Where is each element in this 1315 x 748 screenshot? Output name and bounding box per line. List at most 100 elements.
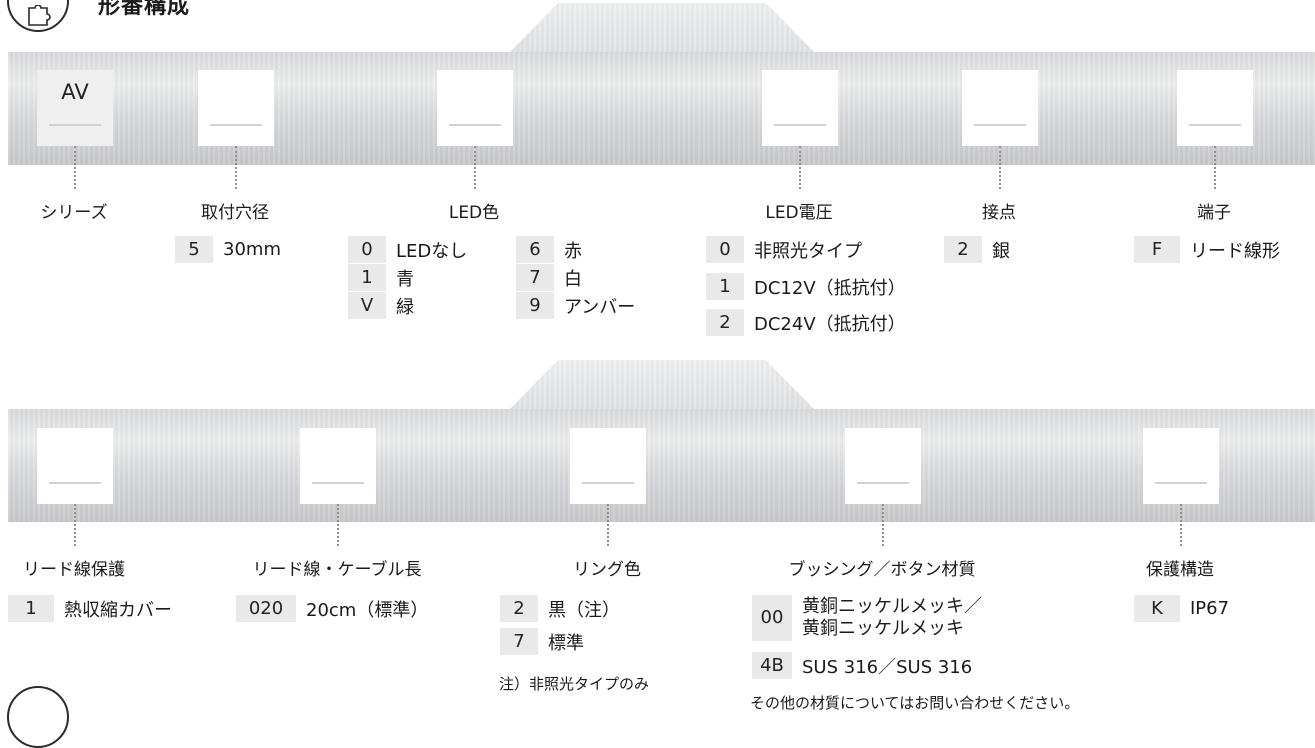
led-voltage-code-box[interactable] bbox=[762, 70, 838, 146]
option-bushing: 4B SUS 316／SUS 316 bbox=[752, 652, 972, 679]
option-lead-protection: 1 熱収縮カバー bbox=[8, 595, 172, 622]
option-text: 標準 bbox=[548, 632, 584, 654]
option-protection: K IP67 bbox=[1134, 595, 1229, 622]
option-led-color: 1 青 bbox=[348, 264, 414, 291]
label-ring-color: リング色 bbox=[573, 560, 641, 580]
leader-line bbox=[607, 504, 609, 546]
ring-color-code-box[interactable] bbox=[570, 428, 646, 504]
code-underline bbox=[1189, 124, 1241, 126]
series-code-box: AV bbox=[37, 70, 113, 146]
ring-color-note: 注）非照光タイプのみ bbox=[499, 675, 650, 693]
option-text: SUS 316／SUS 316 bbox=[802, 656, 973, 678]
option-terminal: F リード線形 bbox=[1134, 236, 1280, 263]
option-text: 黄銅ニッケルメッキ／ 黄銅ニッケルメッキ bbox=[802, 596, 982, 640]
option-cable-length: 020 20cm（標準） bbox=[236, 595, 428, 622]
leader-line bbox=[999, 146, 1001, 189]
option-text: 20cm（標準） bbox=[306, 599, 429, 621]
option-led-color: 7 白 bbox=[516, 264, 582, 291]
option-led-color: 6 赤 bbox=[516, 236, 582, 263]
option-code: F bbox=[1134, 236, 1180, 263]
option-led-voltage: 1 DC12V（抵抗付） bbox=[706, 273, 906, 300]
option-led-color: 0 LEDなし bbox=[348, 236, 467, 263]
mount-hole-code-box[interactable] bbox=[198, 70, 274, 146]
option-code: 1 bbox=[706, 273, 744, 300]
lead-protection-code-box[interactable] bbox=[37, 428, 113, 504]
option-led-color: V 緑 bbox=[348, 292, 414, 319]
leader-line bbox=[74, 146, 76, 189]
option-code: V bbox=[348, 292, 386, 319]
code-underline bbox=[974, 124, 1026, 126]
option-text: 黒（注） bbox=[548, 599, 620, 621]
leader-line bbox=[337, 504, 339, 546]
option-text: 白 bbox=[564, 268, 582, 290]
label-lead-protection: リード線保護 bbox=[23, 560, 125, 580]
page-title: 形番構成 bbox=[98, 0, 191, 19]
code-underline bbox=[449, 124, 501, 126]
option-code: 2 bbox=[944, 236, 982, 263]
option-text: 熱収縮カバー bbox=[64, 599, 172, 621]
option-led-voltage: 2 DC24V（抵抗付） bbox=[706, 309, 906, 336]
label-led-voltage: LED電圧 bbox=[765, 203, 833, 223]
code-underline bbox=[312, 482, 364, 484]
option-code: 1 bbox=[348, 264, 386, 291]
option-code: 0 bbox=[348, 236, 386, 263]
code-underline bbox=[49, 124, 101, 126]
puzzle-icon bbox=[28, 5, 51, 26]
option-text: リード線形 bbox=[1190, 240, 1280, 262]
option-bushing: 00 黄銅ニッケルメッキ／ 黄銅ニッケルメッキ bbox=[752, 595, 982, 641]
option-text: IP67 bbox=[1190, 598, 1230, 619]
label-cable-length: リード線・ケーブル長 bbox=[252, 560, 422, 580]
option-code: 1 bbox=[8, 595, 54, 622]
option-code: 7 bbox=[516, 264, 554, 291]
option-code: 2 bbox=[706, 309, 744, 336]
option-text-line: 黄銅ニッケルメッキ bbox=[802, 618, 964, 639]
leader-line bbox=[474, 146, 476, 189]
bushing-code-box[interactable] bbox=[845, 428, 921, 504]
section-icon-circle bbox=[7, 686, 69, 748]
leader-line bbox=[882, 504, 884, 546]
leader-line bbox=[235, 146, 237, 189]
option-led-voltage: 0 非照光タイプ bbox=[706, 236, 862, 263]
bushing-note: その他の材質についてはお問い合わせください。 bbox=[750, 694, 1080, 712]
option-code: 9 bbox=[516, 292, 554, 319]
led-color-code-box[interactable] bbox=[437, 70, 513, 146]
band-top-trapezoid bbox=[509, 3, 815, 53]
label-bushing: ブッシング／ボタン材質 bbox=[788, 560, 976, 580]
label-series: シリーズ bbox=[40, 203, 108, 223]
option-mount-hole: 5 30mm bbox=[175, 236, 281, 263]
option-text: LEDなし bbox=[396, 240, 468, 262]
option-ring-color: 2 黒（注） bbox=[500, 595, 620, 622]
label-terminal: 端子 bbox=[1197, 203, 1231, 223]
code-underline bbox=[49, 482, 101, 484]
option-text: アンバー bbox=[564, 296, 636, 318]
contact-code-box[interactable] bbox=[962, 70, 1038, 146]
option-code: 00 bbox=[752, 595, 792, 641]
code-underline bbox=[1155, 482, 1207, 484]
option-code: 020 bbox=[236, 595, 296, 622]
option-text: 銀 bbox=[992, 240, 1010, 262]
option-code: 4B bbox=[752, 652, 792, 679]
label-mount-hole: 取付穴径 bbox=[201, 203, 269, 223]
option-text-line: 黄銅ニッケルメッキ／ bbox=[802, 596, 982, 617]
terminal-code-box[interactable] bbox=[1177, 70, 1253, 146]
option-code: 2 bbox=[500, 595, 538, 622]
band-top-trapezoid bbox=[509, 360, 815, 410]
series-code: AV bbox=[61, 80, 89, 104]
label-led-color: LED色 bbox=[448, 203, 500, 223]
option-text: 青 bbox=[396, 268, 414, 290]
option-text: DC12V（抵抗付） bbox=[754, 277, 906, 299]
protection-code-box[interactable] bbox=[1143, 428, 1219, 504]
leader-line bbox=[1180, 504, 1182, 546]
label-contact: 接点 bbox=[982, 203, 1016, 223]
option-text: 赤 bbox=[564, 240, 582, 262]
option-contact: 2 銀 bbox=[944, 236, 1010, 263]
cable-length-code-box[interactable] bbox=[300, 428, 376, 504]
option-code: 7 bbox=[500, 628, 538, 655]
option-code: 5 bbox=[175, 236, 213, 263]
option-code: K bbox=[1134, 595, 1180, 622]
code-underline bbox=[210, 124, 262, 126]
option-code: 6 bbox=[516, 236, 554, 263]
label-protection: 保護構造 bbox=[1146, 560, 1214, 580]
option-text: 30mm bbox=[223, 239, 281, 260]
code-underline bbox=[774, 124, 826, 126]
